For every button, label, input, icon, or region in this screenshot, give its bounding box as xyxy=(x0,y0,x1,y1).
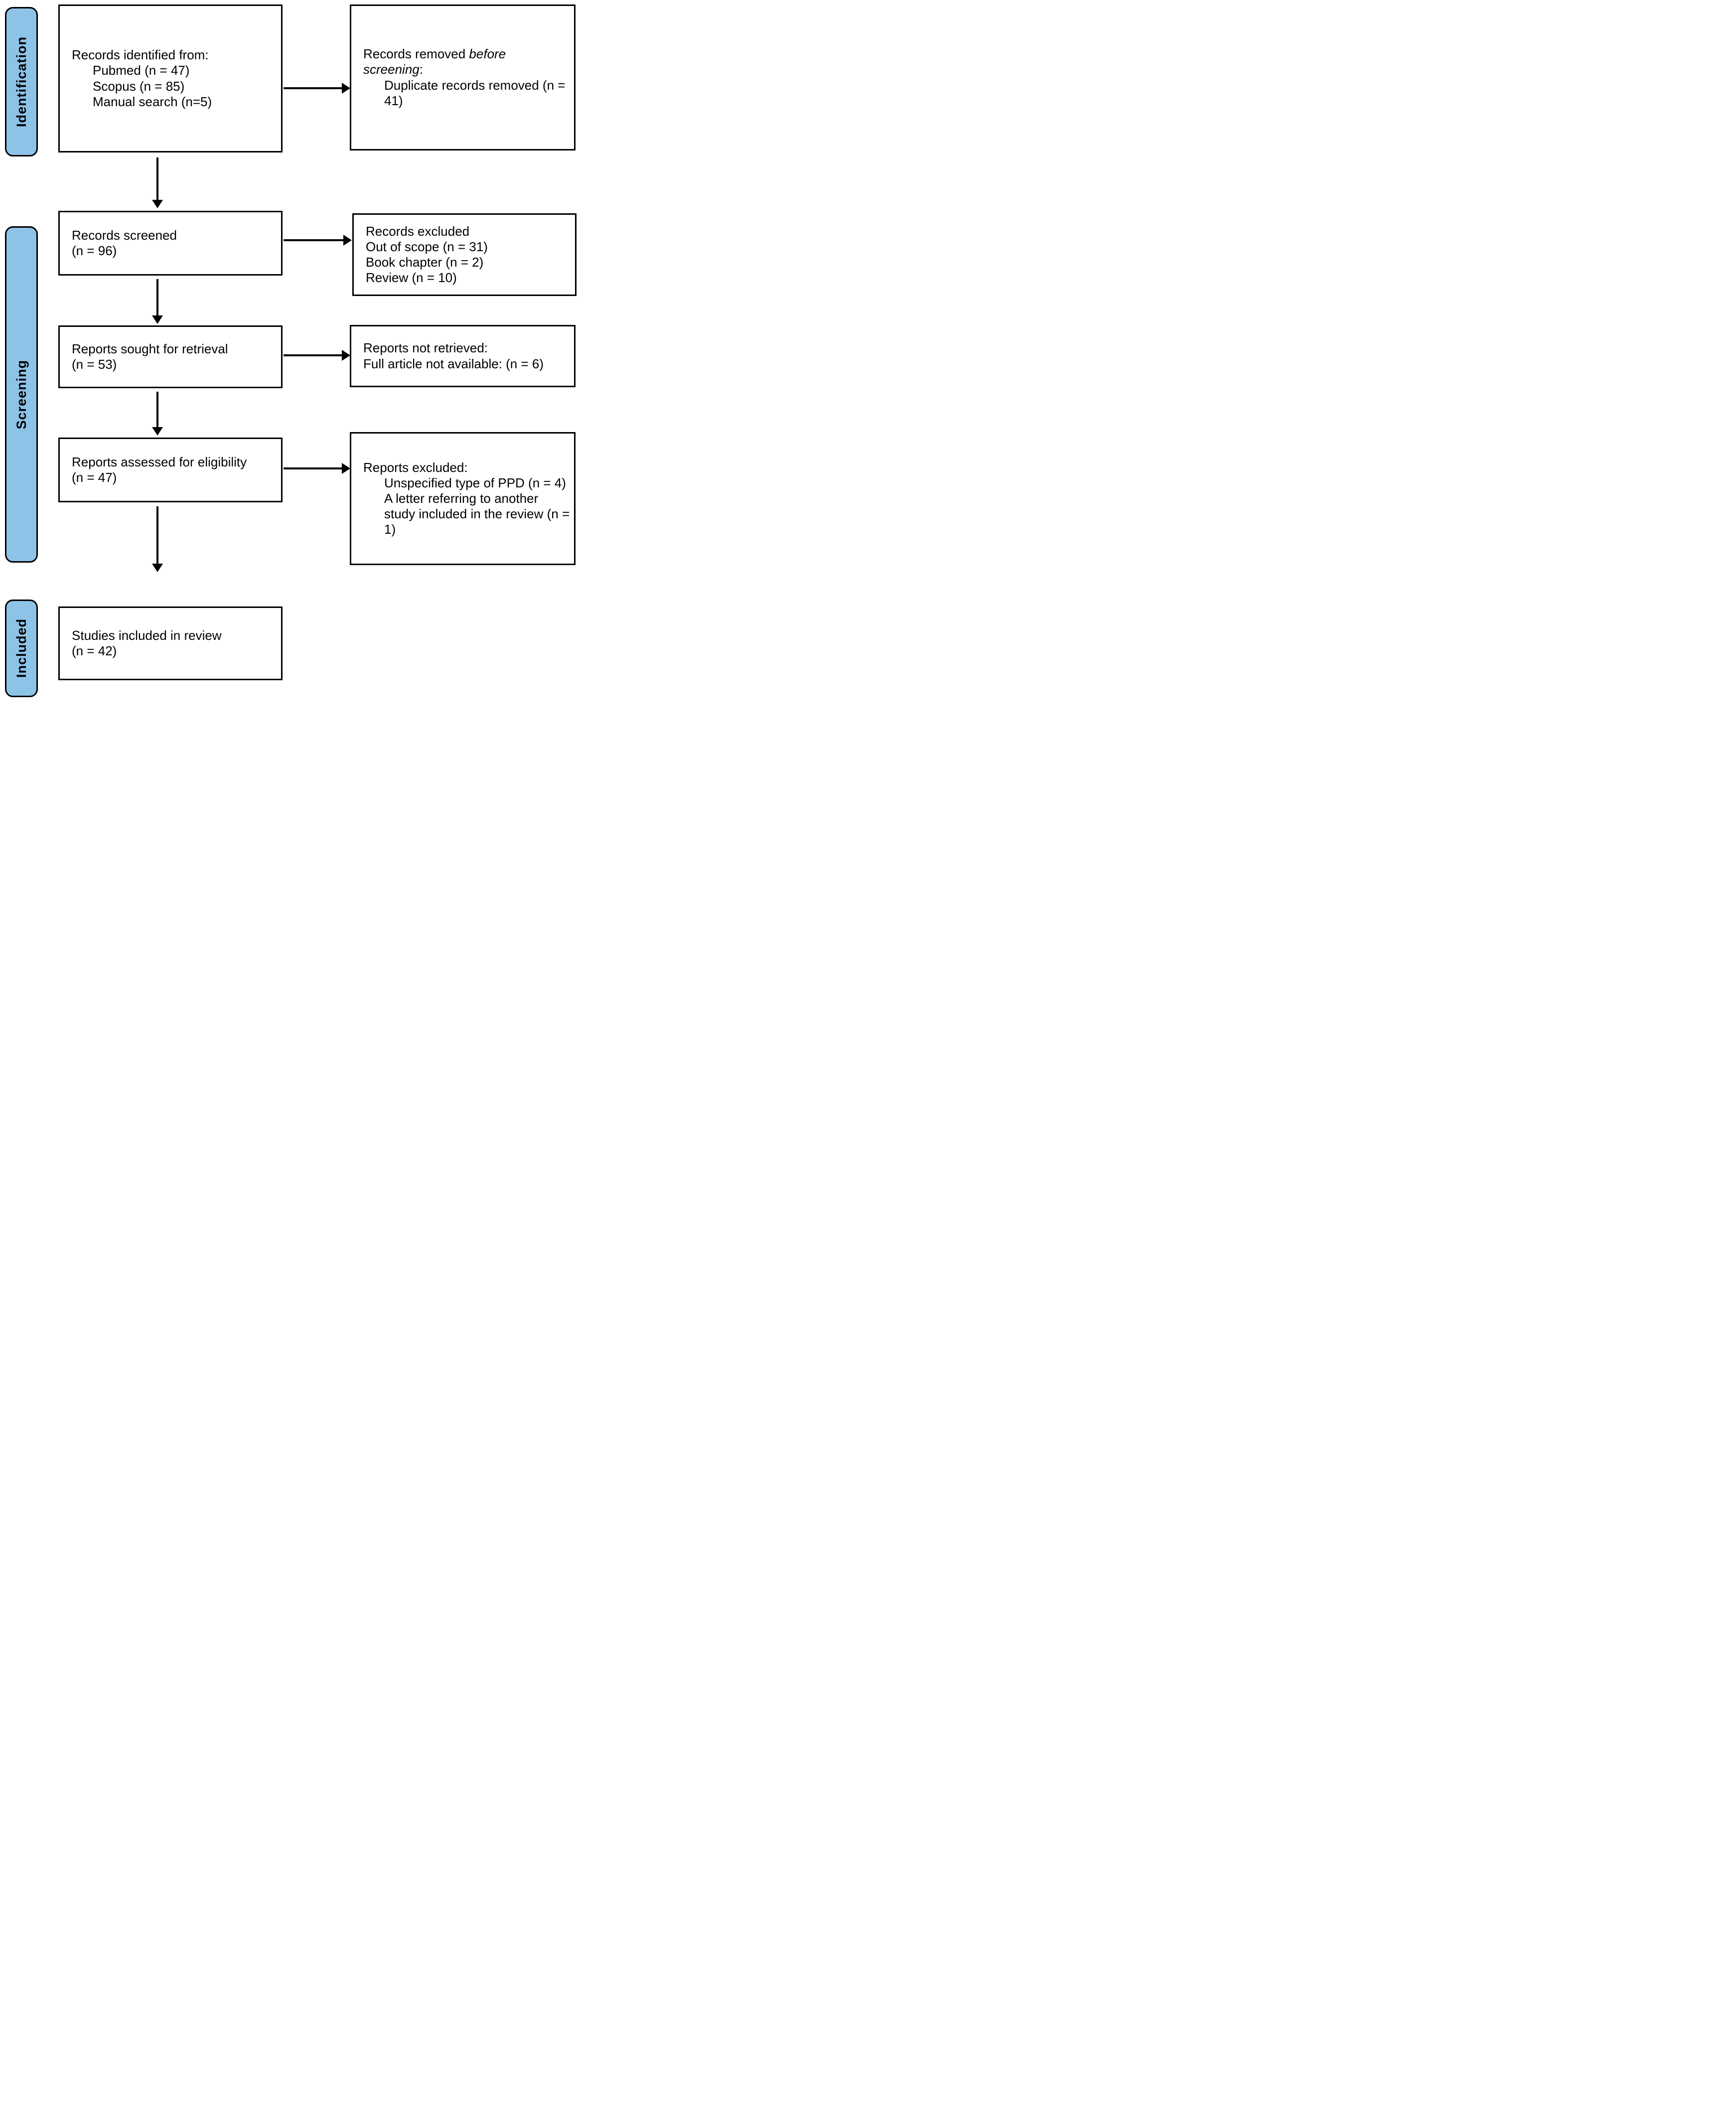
arrowhead-down-icon xyxy=(152,200,163,208)
connector-line xyxy=(284,239,344,241)
box-records-excluded-line: Review (n = 10) xyxy=(366,270,457,286)
box-studies-included-line: Studies included in review xyxy=(72,627,222,643)
box-reports-assessed: Reports assessed for eligibility (n = 47… xyxy=(58,438,283,502)
arrowhead-right-icon xyxy=(342,350,350,361)
stage-label-included: Included xyxy=(13,618,29,678)
box-records-excluded: Records excluded Out of scope (n = 31) B… xyxy=(352,213,577,296)
box-reports-assessed-line: Reports assessed for eligibility xyxy=(72,454,247,469)
box-reports-excluded-item: Unspecified type of PPD (n = 4) xyxy=(384,475,566,490)
box-reports-sought: Reports sought for retrieval (n = 53) xyxy=(58,325,283,388)
box-records-removed-item: Duplicate records removed (n = 41) xyxy=(384,77,566,108)
arrowhead-down-icon xyxy=(152,564,163,572)
connector-line xyxy=(156,279,158,316)
box-studies-included: Studies included in review (n = 42) xyxy=(58,606,283,680)
box-records-excluded-line: Records excluded xyxy=(366,223,470,239)
box-records-identified-item: Manual search (n=5) xyxy=(93,94,212,109)
arrowhead-right-icon xyxy=(342,463,350,474)
box-records-identified-item: Scopus (n = 85) xyxy=(93,78,185,94)
box-records-excluded-line: Book chapter (n = 2) xyxy=(366,255,484,270)
connector-line xyxy=(156,157,158,200)
box-records-screened: Records screened (n = 96) xyxy=(58,211,283,276)
stage-bar-screening: Screening xyxy=(5,226,38,563)
box-reports-sought-line: (n = 53) xyxy=(72,357,117,372)
box-records-screened-line: (n = 96) xyxy=(72,243,117,258)
stage-label-identification: Identification xyxy=(13,36,29,127)
connector-line xyxy=(156,392,158,428)
arrowhead-down-icon xyxy=(152,427,163,436)
stage-label-screening: Screening xyxy=(13,359,29,430)
box-records-identified-title: Records identified from: xyxy=(72,47,209,63)
box-reports-excluded-title: Reports excluded: xyxy=(363,459,468,475)
box-records-screened-line: Records screened xyxy=(72,227,177,243)
arrowhead-right-icon xyxy=(343,235,352,246)
box-reports-not-retrieved-line: Reports not retrieved: xyxy=(363,340,488,356)
connector-line xyxy=(284,467,342,469)
prisma-flow-diagram: Identification Screening Included Record… xyxy=(0,0,579,701)
box-reports-excluded-item: A letter referring to another study incl… xyxy=(384,490,570,537)
box-reports-not-retrieved-line: Full article not available: (n = 6) xyxy=(363,356,544,371)
box-reports-not-retrieved: Reports not retrieved: Full article not … xyxy=(350,325,576,387)
box-records-identified: Records identified from: Pubmed (n = 47)… xyxy=(58,4,283,152)
box-reports-sought-line: Reports sought for retrieval xyxy=(72,341,228,356)
box-reports-excluded: Reports excluded: Unspecified type of PP… xyxy=(350,432,576,565)
box-reports-assessed-line: (n = 47) xyxy=(72,470,117,485)
stage-bar-identification: Identification xyxy=(5,7,38,156)
connector-line xyxy=(156,506,158,564)
stage-bar-included: Included xyxy=(5,600,38,697)
box-studies-included-line: (n = 42) xyxy=(72,643,117,658)
arrowhead-right-icon xyxy=(342,83,350,94)
box-records-identified-item: Pubmed (n = 47) xyxy=(93,63,190,78)
connector-line xyxy=(284,87,342,89)
box-records-excluded-line: Out of scope (n = 31) xyxy=(366,239,488,254)
arrowhead-down-icon xyxy=(152,315,163,324)
connector-line xyxy=(284,354,342,356)
